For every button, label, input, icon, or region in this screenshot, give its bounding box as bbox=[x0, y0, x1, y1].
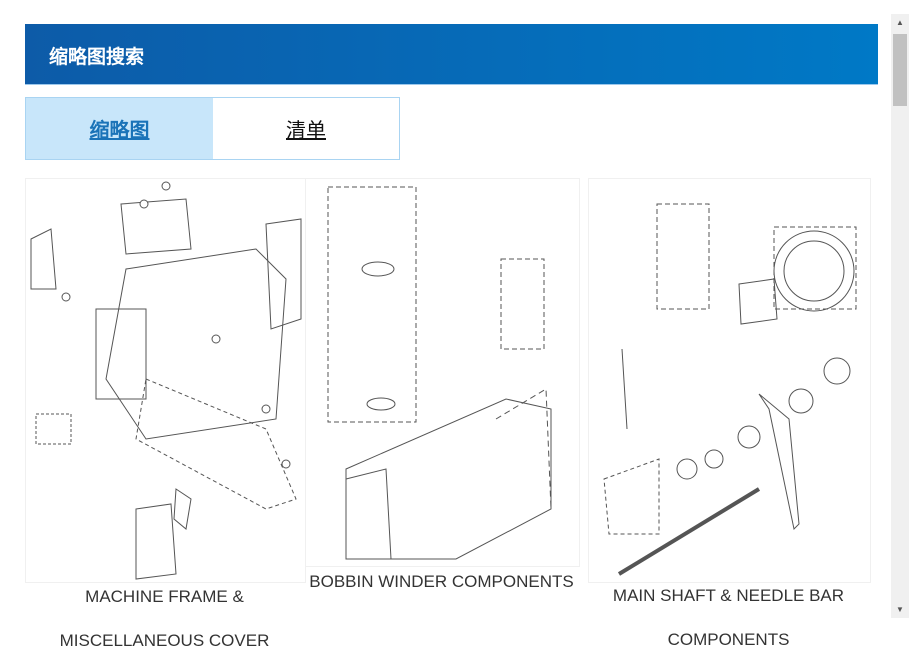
scrollbar-thumb[interactable] bbox=[893, 34, 907, 106]
page-header: 缩略图搜索 bbox=[25, 24, 878, 85]
page-title: 缩略图搜索 bbox=[49, 47, 145, 68]
vertical-scrollbar[interactable]: ▲ ▼ bbox=[891, 14, 909, 618]
tab-list[interactable]: 清单 bbox=[213, 98, 399, 159]
thumbnail-caption[interactable]: MACHINE FRAME & MISCELLANEOUS COVER bbox=[59, 587, 270, 650]
machine-frame-diagram[interactable] bbox=[25, 178, 306, 583]
thumbnail-caption[interactable]: MAIN SHAFT & NEEDLE BAR COMPONENTS bbox=[612, 586, 845, 649]
main-shaft-diagram[interactable] bbox=[588, 178, 871, 583]
thumbnail-caption[interactable]: BOBBIN WINDER COMPONENTS bbox=[309, 572, 574, 591]
scroll-down-icon[interactable]: ▼ bbox=[896, 605, 904, 614]
bobbin-winder-diagram[interactable] bbox=[305, 178, 580, 567]
tab-thumbnails[interactable]: 缩略图 bbox=[26, 98, 213, 159]
scroll-up-icon[interactable]: ▲ bbox=[896, 18, 904, 27]
view-tabs: 缩略图 清单 bbox=[25, 97, 400, 160]
